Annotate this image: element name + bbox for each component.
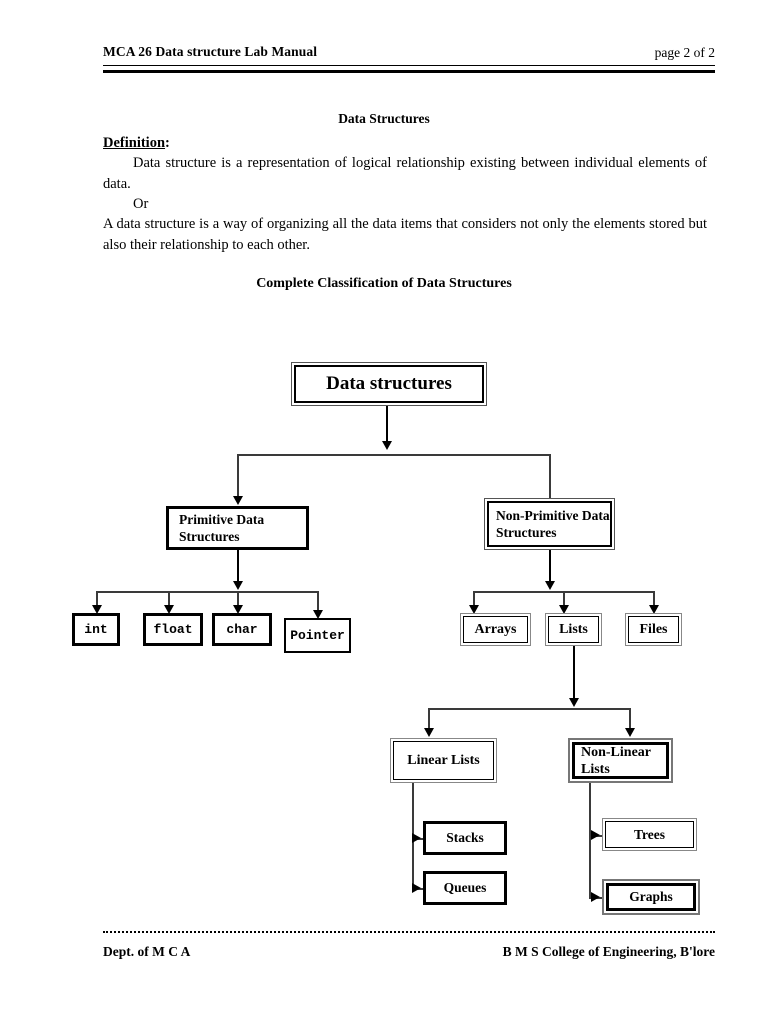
node-linear-lists: Linear Lists [390,738,497,783]
footer-college: B M S College of Engineering, B'lore [502,944,715,959]
connector-primitive-leg-pointer [317,591,319,613]
node-pointer-label: Pointer [290,628,345,643]
node-int: int [72,613,120,646]
node-data-structures-label: Data structures [326,373,452,394]
node-float: float [143,613,203,646]
header-divider [103,65,715,73]
arrowhead-root-stem [382,441,392,450]
arrowhead-stacks [412,833,421,843]
definition-paragraph-1: Data structure is a representation of lo… [103,155,707,192]
connector-primitive-leg-float [168,591,170,608]
connector-lists-bus [428,708,630,710]
node-int-label: int [84,622,108,637]
connector-primitive-stem [237,550,239,587]
connector-root-stem [386,406,388,444]
footer-department: Dept. of M C A [103,944,191,959]
node-non-primitive-label: Non-Primitive Data Structures [496,508,610,540]
node-graphs-label: Graphs [629,889,673,904]
node-arrays-label: Arrays [474,621,517,637]
node-graphs: Graphs [602,879,700,915]
connector-leg-arrays [473,591,475,608]
node-primitive-label: Primitive Data Structures [179,512,265,544]
node-float-label: float [153,622,193,637]
arrowhead-arrays [469,605,479,614]
node-primitive-data-structures: Primitive Data Structures [166,506,309,550]
definition-colon: : [165,135,170,151]
page-footer: Dept. of M C A B M S College of Engineer… [103,944,715,964]
arrowhead-queues [412,883,421,893]
connector-primitive-bus [96,591,318,593]
arrowhead-char [233,605,243,614]
header-title: MCA 26 Data structure Lab Manual [103,44,318,59]
connector-level1-bus [237,454,550,456]
node-stacks-label: Stacks [446,830,484,845]
connector-level1-left-leg [237,454,239,498]
page-header: MCA 26 Data structure Lab Manual page 2 … [103,44,715,66]
connector-nonprimitive-stem [549,550,551,587]
or-text: Or [133,196,149,212]
node-char-label: char [226,622,258,637]
arrowhead-linear-lists [424,728,434,737]
connector-primitive-leg-char [237,591,239,608]
node-files-label: Files [639,621,668,637]
arrowhead-lists [559,605,569,614]
node-pointer: Pointer [284,618,351,653]
connector-primitive-leg-int [96,591,98,608]
node-non-linear-lists-label: Non-Linear Lists [581,744,651,777]
connector-lists-stem [573,646,575,704]
connector-nonlinear-trunk [589,783,591,898]
arrowhead-int [92,605,102,614]
node-queues: Queues [423,871,507,905]
arrowhead-nonprimitive-stem [545,581,555,590]
footer-divider [103,931,715,933]
arrowhead-pointer [313,610,323,619]
node-lists-label: Lists [559,621,588,637]
node-arrays: Arrays [460,613,531,646]
connector-leg-lists [563,591,565,608]
definition-label-text: Definition [103,135,166,151]
definition-label: Definition: [103,135,170,152]
connector-leg-non-linear-lists [629,708,631,731]
node-non-primitive-data-structures: Non-Primitive Data Structures [484,498,615,550]
node-stacks: Stacks [423,821,507,855]
arrowhead-trees [591,830,600,840]
node-queues-label: Queues [443,880,487,895]
connector-leg-linear-lists [428,708,430,731]
header-page-number: page 2 of 2 [654,45,715,60]
connector-leg-files [653,591,655,608]
arrowhead-files [649,605,659,614]
classification-title: Complete Classification of Data Structur… [256,276,512,291]
arrowhead-lists-stem [569,698,579,707]
node-non-linear-lists: Non-Linear Lists [568,738,673,783]
arrowhead-float [164,605,174,614]
node-files: Files [625,613,682,646]
definition-paragraph-2: A data structure is a way of organizing … [103,216,707,253]
node-data-structures: Data structures [291,362,487,406]
section-title: Data Structures [338,111,430,126]
node-lists: Lists [545,613,602,646]
arrowhead-primitive-stem [233,581,243,590]
node-linear-lists-label: Linear Lists [407,752,480,768]
node-trees-label: Trees [634,826,665,842]
arrowhead-non-linear-lists [625,728,635,737]
node-char: char [212,613,272,646]
arrowhead-primitive [233,496,243,505]
node-trees: Trees [602,818,697,851]
connector-level1-right-leg [549,454,551,498]
arrowhead-graphs [591,892,600,902]
